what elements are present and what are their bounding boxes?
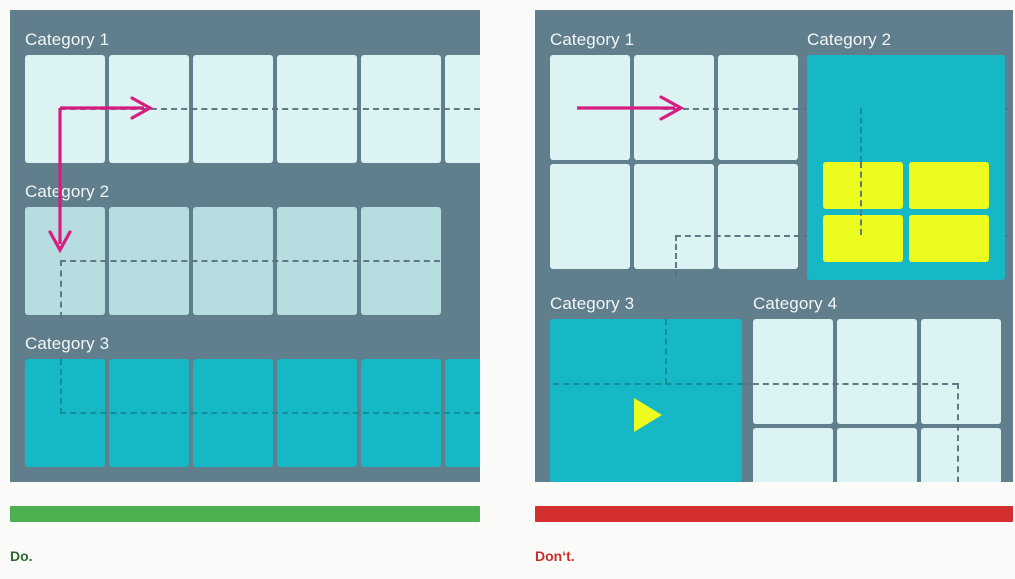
dont-category-2-label: Category 2 — [807, 30, 892, 49]
do-example: Category 1 Category 2 Category 3 — [0, 0, 480, 579]
dont-cat2-vertical-guide-upper — [860, 108, 862, 162]
dont-cat1-tile-6[interactable] — [718, 164, 798, 269]
dont-cat2-nested-tile-4[interactable] — [909, 215, 989, 262]
dont-category-3-label: Category 3 — [550, 294, 635, 313]
do-cat3-baseline-guide — [60, 412, 480, 414]
dont-cat3-vertical-guide — [665, 319, 667, 384]
dont-cat1-row2-drop-guide — [675, 235, 677, 277]
dont-cat4-tile-6[interactable] — [921, 428, 1001, 482]
dont-cat4-tile-4[interactable] — [753, 428, 833, 482]
do-category-2-label: Category 2 — [25, 182, 110, 201]
do-category-3-label: Category 3 — [25, 334, 110, 353]
dont-cat4-vertical-guide — [957, 383, 959, 482]
do-category-1-label: Category 1 — [25, 30, 110, 49]
play-icon[interactable] — [634, 398, 662, 432]
dont-cat4-tile-5[interactable] — [837, 428, 917, 482]
dont-verdict-bar — [535, 506, 1013, 522]
dont-cat1-tile-4[interactable] — [550, 164, 630, 269]
dont-cat3-baseline-guide — [553, 383, 743, 385]
dont-panel: Category 1 Category 2 Category 3 — [535, 10, 1013, 482]
do-cat2-left-guide — [60, 260, 62, 318]
dont-example: Category 1 Category 2 Category 3 — [525, 0, 1013, 579]
do-cat2-baseline-guide — [60, 260, 440, 262]
dont-cat1-tile-1[interactable] — [550, 55, 630, 160]
dont-cat4-tile-2[interactable] — [837, 319, 917, 424]
do-verdict-bar — [10, 506, 480, 522]
do-verdict-caption: Do. — [10, 548, 33, 564]
dont-cat2-vertical-guide-lower — [860, 162, 862, 235]
do-cat1-baseline-guide — [60, 108, 480, 110]
dont-category-4-label: Category 4 — [753, 294, 838, 313]
dont-cat2-nested-tile-2[interactable] — [909, 162, 989, 209]
dont-cat1-tile-3[interactable] — [718, 55, 798, 160]
dont-category-1-label: Category 1 — [550, 30, 635, 49]
dont-cat4-baseline-guide — [743, 383, 958, 385]
dont-cat2-nested-tile-3[interactable] — [823, 215, 903, 262]
dont-verdict-caption: Don‘t. — [535, 548, 575, 564]
dont-cat1-tile-5[interactable] — [634, 164, 714, 269]
dont-cat4-tile-3[interactable] — [921, 319, 1001, 424]
do-panel: Category 1 Category 2 Category 3 — [10, 10, 480, 482]
dont-cat2-nested-tile-1[interactable] — [823, 162, 903, 209]
do-cat3-left-guide — [60, 359, 62, 414]
dont-cat4-tile-1[interactable] — [753, 319, 833, 424]
